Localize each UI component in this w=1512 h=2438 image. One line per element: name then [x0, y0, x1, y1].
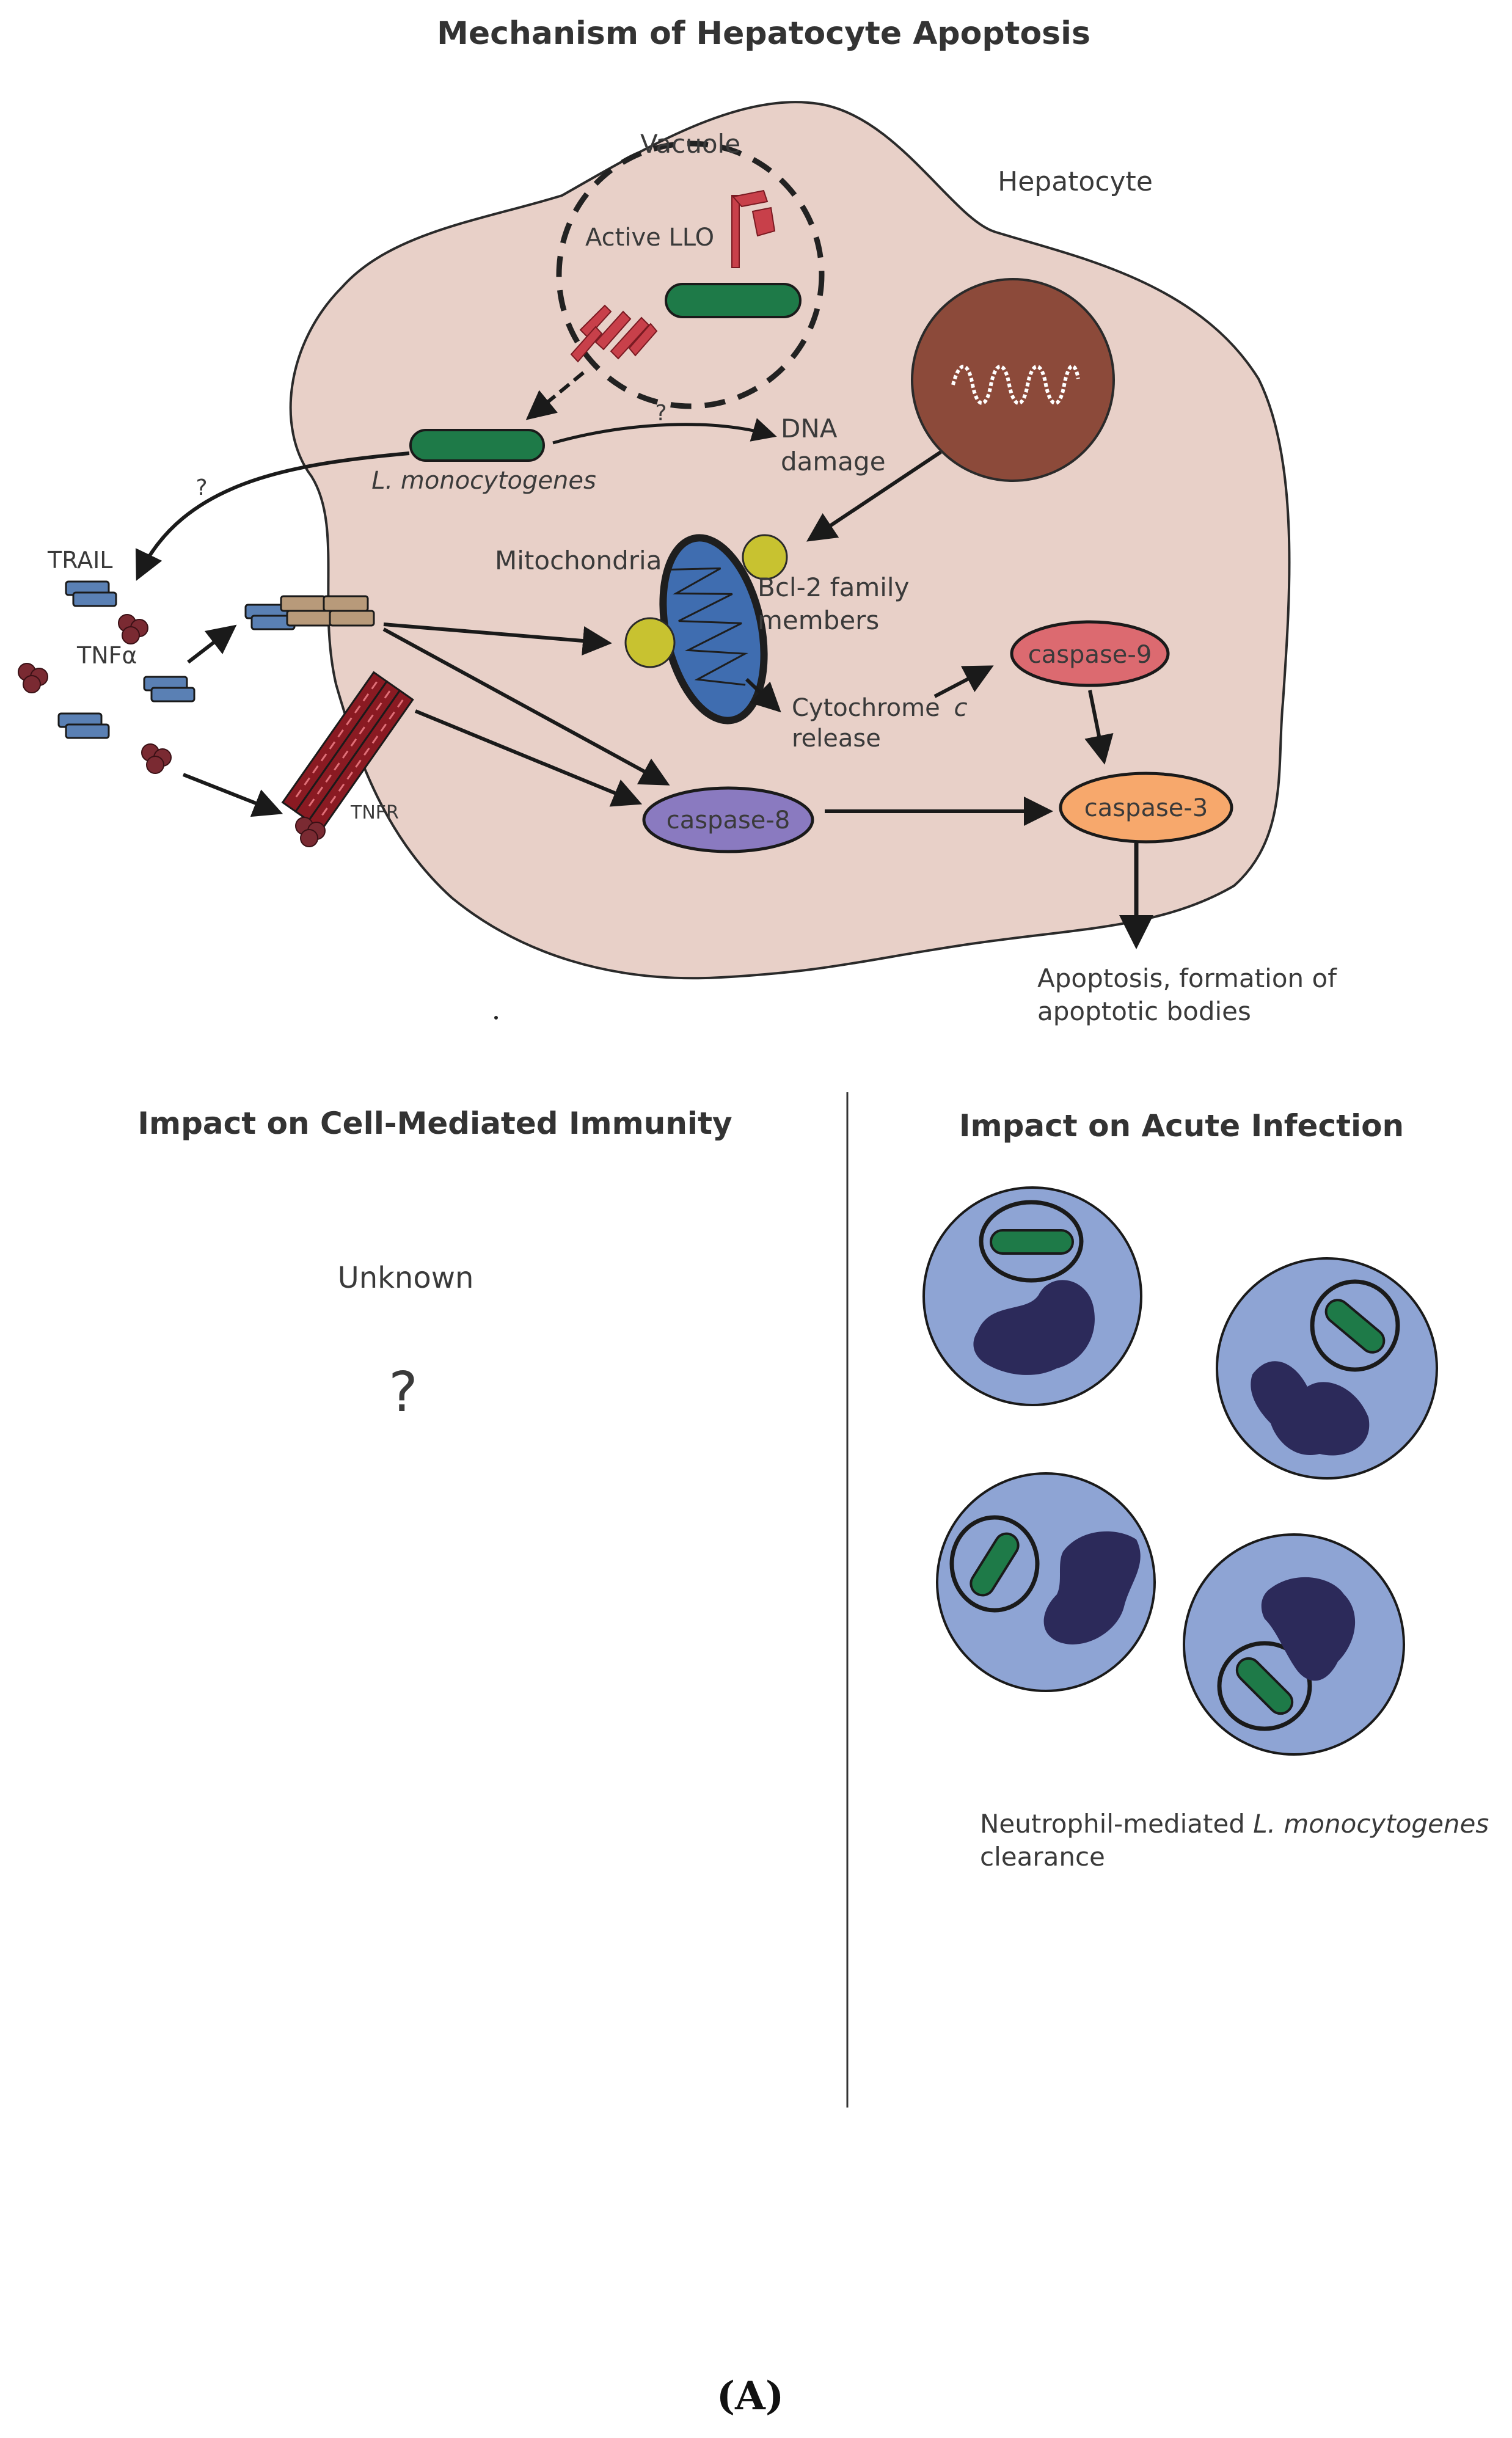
vacuole-label: Vacuole [640, 129, 740, 159]
llo-pore-icon [731, 189, 776, 268]
neutrophil-caption: Neutrophil-mediated L. monocytogenes cle… [980, 1809, 1497, 1872]
cell-mediated-title: Impact on Cell-Mediated Immunity [137, 1106, 732, 1141]
apoptosis-label: Apoptosis, formation of apoptotic bodies [1037, 963, 1345, 1026]
nucleus [911, 278, 1115, 482]
question-mark-trail: ? [195, 475, 207, 500]
arrow-receptor-to-caspase8 [382, 627, 670, 786]
arrow-tnfa-to-tnfr [182, 773, 283, 817]
bcl2-label: Bcl-2 family members [758, 572, 918, 635]
tnfr-bound-tnfa-icon [295, 817, 326, 847]
stray-dot [494, 1016, 498, 1020]
arrow-to-trail [135, 451, 410, 581]
arrow-to-cytochrome [745, 677, 781, 713]
vacuole [556, 141, 825, 409]
trail-ligand-icon [65, 580, 117, 607]
neutrophil-3 [936, 1472, 1156, 1692]
unknown-question-mark: ? [389, 1360, 418, 1425]
tnfr-label: TNFR [350, 802, 399, 823]
vacuole-bacterium [665, 283, 802, 318]
trail-ligand-icon-3 [57, 712, 110, 739]
caspase-9-node [1010, 620, 1170, 687]
mitochondria-label: Mitochondria [495, 546, 662, 575]
tnfa-trimer-icon-2 [18, 663, 48, 693]
caspase-3-label: caspase-3 [1084, 794, 1208, 822]
bcl2-protein-lower [624, 617, 676, 668]
caspase-9-label: caspase-9 [1028, 641, 1152, 669]
trail-ligand-icon-2 [143, 676, 195, 703]
tnfr-receptor-icon [281, 671, 414, 831]
l-monocytogenes-label: L. monocytogenes [371, 467, 596, 495]
arrow-trail-to-receptor [187, 624, 237, 664]
arrow-cytochrome-to-caspase9 [933, 665, 994, 698]
unknown-label: Unknown [338, 1261, 474, 1295]
hepatocyte-cell [289, 101, 1291, 980]
cytosolic-bacterium [409, 429, 545, 462]
active-llo-label: Active LLO [585, 224, 714, 252]
mechanism-title: Mechanism of Hepatocyte Apoptosis [437, 15, 1090, 52]
arrow-to-dna-damage [552, 418, 777, 445]
arrow-nucleus-to-bcl2 [806, 450, 942, 542]
arrow-receptor-to-mito [383, 622, 612, 655]
dna-damage-label: DNA damage [781, 414, 886, 476]
tnfa-trimer-icon-3 [141, 743, 172, 774]
panel-label: (A) [717, 2373, 784, 2419]
arrow-tnfr-to-caspase8 [414, 709, 643, 807]
trail-label: TRAIL [47, 547, 112, 574]
caspase-8-label: caspase-8 [667, 806, 791, 834]
neutrophil-1 [922, 1186, 1142, 1406]
tnfa-trimer-icon [118, 614, 148, 644]
mitochondrion [659, 534, 768, 724]
acute-infection-title: Impact on Acute Infection [959, 1108, 1404, 1144]
hepatocyte-label: Hepatocyte [998, 166, 1153, 197]
tnfa-label: TNFα [76, 642, 137, 669]
caspase-3-node [1059, 772, 1233, 844]
arrow-caspase9-to-caspase3 [1084, 690, 1114, 765]
bcl2-protein-upper [742, 534, 788, 580]
question-mark-dna: ? [655, 401, 667, 426]
neutrophil-4 [1183, 1533, 1405, 1756]
neutrophil-2 [1216, 1257, 1438, 1480]
caspase-8-node [642, 786, 814, 853]
cytochrome-label: Cytochrome c release [792, 694, 975, 753]
trail-receptor-icon [244, 595, 375, 630]
llo-cluster-icon [570, 304, 658, 363]
llo-release-arrow [525, 371, 585, 420]
dna-icon [951, 364, 1080, 405]
